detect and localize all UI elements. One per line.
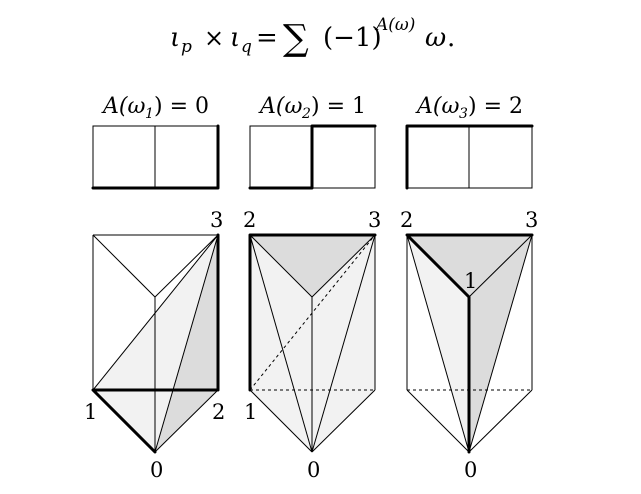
face-dark	[250, 235, 375, 297]
iota-q-sub: q	[241, 37, 252, 57]
edge	[468, 389, 533, 453]
panel-2-label: A(ω 2 ) = 1	[258, 94, 366, 122]
panel-2-label-val: ) = 1	[311, 94, 366, 119]
edge	[468, 234, 533, 453]
omega: ω	[425, 23, 446, 53]
edge	[154, 389, 219, 453]
equals-sign: =	[256, 23, 278, 53]
sum-sign: ∑	[283, 18, 309, 59]
panel-3-label-sub: 3	[459, 106, 468, 122]
prism-highlight-path	[91, 233, 220, 454]
edge	[154, 234, 219, 298]
edge	[249, 234, 313, 453]
vertex-label-0: 0	[464, 458, 477, 482]
prism-highlight-path	[248, 233, 377, 392]
panel-1-label-fn: A(ω	[101, 94, 145, 119]
panel-2-label-fn: A(ω	[258, 94, 302, 119]
panel-3-label: A(ω 3 ) = 2	[415, 94, 523, 122]
face-dark	[407, 235, 532, 297]
panel-1: A(ω 1 ) = 0 0 1 2 3	[84, 94, 225, 482]
panel-1-label: A(ω 1 ) = 0	[101, 94, 209, 122]
panel-3-prism	[405, 233, 534, 454]
square-highlight-path	[405, 124, 534, 190]
vertex-label-2: 2	[212, 400, 225, 424]
vertex-label-0: 0	[307, 458, 320, 482]
panel-2-prism	[248, 233, 377, 453]
vertex-label-3: 3	[210, 208, 223, 232]
edge	[92, 234, 219, 391]
iota-q: ι	[230, 23, 240, 53]
formula: ι p × ι q = ∑ (−1) A(ω) ω .	[170, 15, 455, 59]
panel-2: A(ω 2 ) = 1 0 1 2 3	[243, 94, 381, 482]
panel-1-prism	[91, 233, 220, 454]
panel-3-square-pair	[405, 124, 534, 190]
vertex-label-3: 3	[368, 208, 381, 232]
edge	[249, 389, 313, 453]
period: .	[447, 23, 455, 53]
vertex-label-0: 0	[150, 458, 163, 482]
edge	[311, 389, 376, 453]
edge	[311, 234, 376, 298]
panel-3-label-fn: A(ω	[415, 94, 459, 119]
edge	[311, 234, 376, 453]
square-highlight-path	[91, 124, 220, 190]
vertex-label-1: 1	[464, 269, 477, 293]
edge	[249, 234, 313, 298]
minus-one: (−1)	[323, 23, 382, 53]
times-sign: ×	[204, 24, 224, 52]
prism-highlight-path	[405, 233, 534, 454]
edge	[468, 234, 533, 298]
panel-3: A(ω 3 ) = 2 0 1 2 3	[400, 94, 538, 482]
edge	[92, 234, 156, 298]
vertex-label-1: 1	[84, 400, 97, 424]
edge	[154, 234, 219, 453]
square-highlight-path	[248, 124, 377, 190]
panel-1-label-val: ) = 0	[154, 94, 209, 119]
edge	[406, 389, 470, 453]
exponent: A(ω)	[374, 15, 415, 35]
vertex-label-3: 3	[525, 208, 538, 232]
panel-3-label-val: ) = 2	[468, 94, 523, 119]
iota-p: ι	[170, 23, 180, 53]
edge	[406, 234, 470, 453]
vertex-label-2: 2	[243, 208, 256, 232]
vertex-label-1: 1	[244, 400, 257, 424]
iota-p-sub: p	[181, 37, 192, 57]
vertex-label-2: 2	[400, 208, 413, 232]
panel-2-label-sub: 2	[301, 106, 311, 122]
panel-1-square-pair	[91, 124, 220, 190]
panel-2-square-pair	[248, 124, 377, 190]
panel-1-label-sub: 1	[145, 106, 154, 122]
